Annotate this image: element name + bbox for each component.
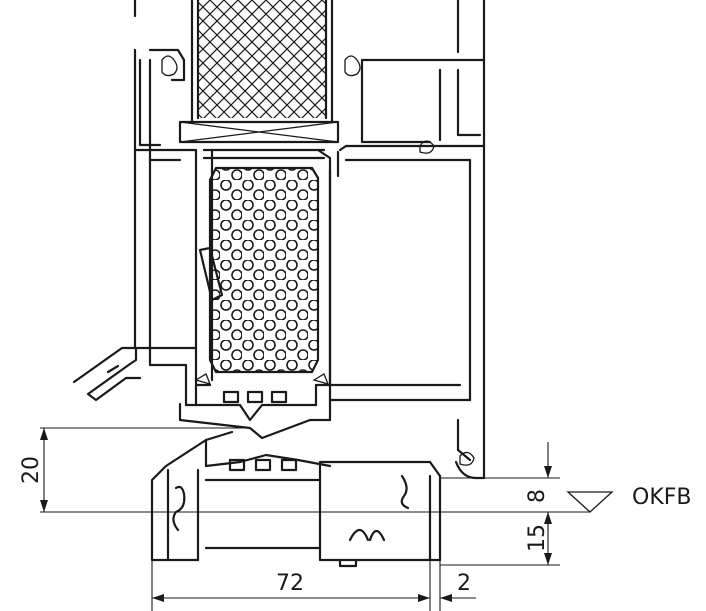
level-marker-label: OKFB <box>632 485 692 510</box>
dimension-label-72: 72 <box>276 571 304 596</box>
setting-block <box>178 120 340 144</box>
weather-bar <box>72 346 142 402</box>
frame-profile <box>133 0 486 480</box>
dimension-height-top: 20 <box>19 428 48 512</box>
glazing-infill <box>190 0 334 124</box>
gasket-details <box>161 55 475 466</box>
dimension-label-20: 20 <box>19 456 44 484</box>
insulation-core <box>208 166 320 374</box>
dimension-height-right-lower: 15 <box>525 512 552 565</box>
dimension-width-small: 2 <box>440 571 476 602</box>
dimension-label-15: 15 <box>525 524 550 552</box>
level-marker: OKFB <box>566 485 692 513</box>
threshold-profile <box>150 430 442 568</box>
lower-sash <box>148 346 332 440</box>
dimension-width-main: 72 <box>151 560 441 611</box>
dimension-label-2: 2 <box>457 571 471 596</box>
dimension-label-8: 8 <box>525 489 550 503</box>
